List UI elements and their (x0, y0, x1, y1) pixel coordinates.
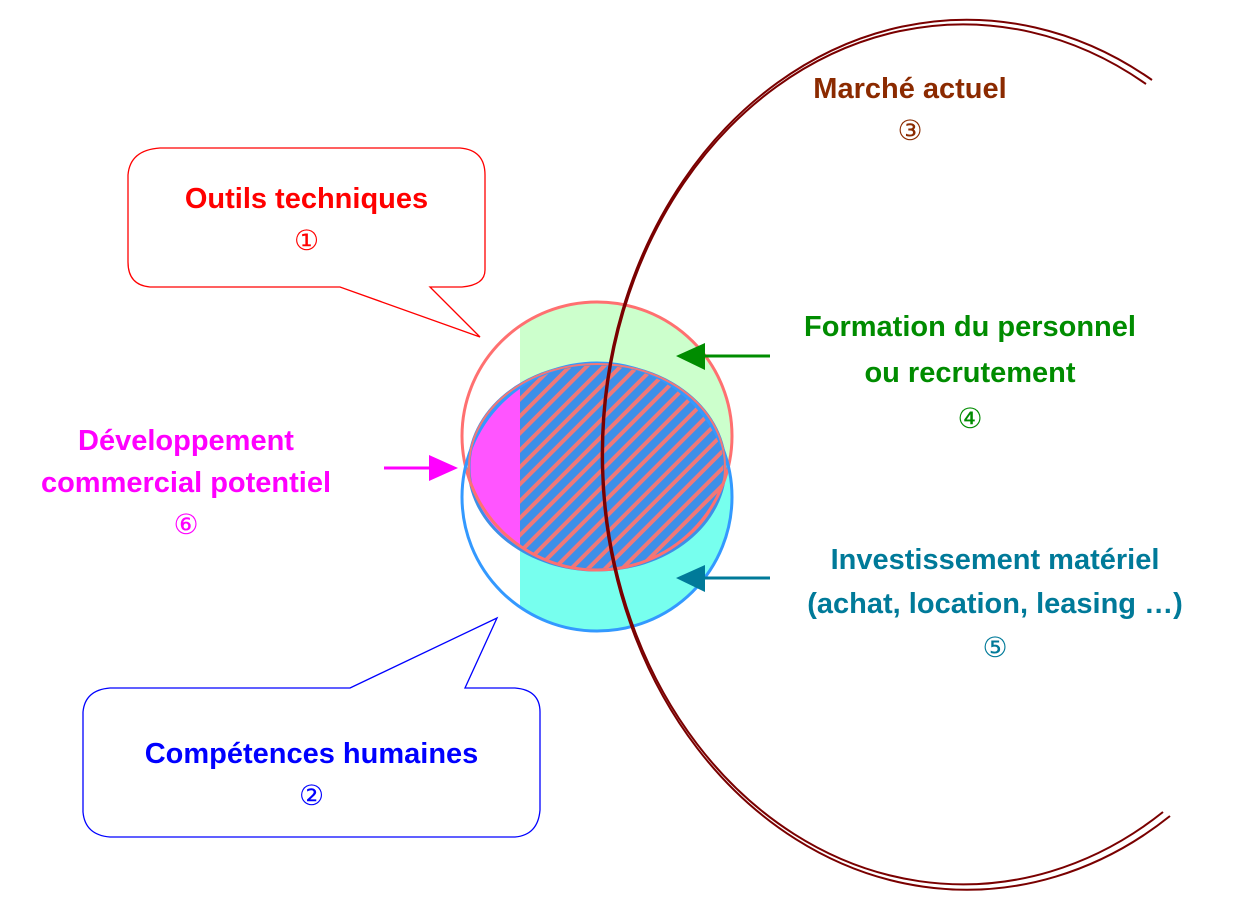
formation-line1: Formation du personnel (804, 311, 1136, 343)
marche-label: Marché actuel ③ (760, 68, 1060, 152)
formation-number: ④ (957, 403, 983, 434)
outils-title: Outils techniques (184, 183, 429, 215)
formation-label: Formation du personnel ou recrutement ④ (740, 304, 1200, 442)
investissement-number: ⑤ (982, 632, 1008, 663)
outils-bubble (127, 147, 486, 338)
developpement-line1: Développement (78, 425, 294, 457)
intersection-hatched (469, 364, 725, 570)
marche-number: ③ (897, 115, 923, 146)
investissement-line2: (achat, location, leasing …) (807, 588, 1183, 620)
formation-line2: ou recrutement (864, 357, 1076, 389)
competences-title: Compétences humaines (144, 738, 479, 770)
outils-label: Outils techniques ① (128, 178, 485, 262)
investissement-arrow (676, 565, 770, 592)
marche-title: Marché actuel (813, 73, 1007, 105)
developpement-line2: commercial potentiel (40, 467, 332, 499)
developpement-number: ⑥ (173, 509, 199, 540)
investissement-line1: Investissement matériel (830, 544, 1160, 576)
developpement-arrow (384, 455, 458, 481)
developpement-label: Développement commercial potentiel ⑥ (0, 420, 372, 546)
market-arc-inner (602, 23, 1164, 886)
outils-number: ① (293, 225, 320, 256)
formation-arrow (676, 343, 770, 370)
competences-label: Compétences humaines ② (83, 733, 540, 817)
competences-bubble (82, 616, 541, 838)
market-arc-outer (600, 18, 1171, 891)
investissement-label: Investissement matériel (achat, location… (745, 538, 1233, 670)
competences-number: ② (298, 780, 325, 811)
